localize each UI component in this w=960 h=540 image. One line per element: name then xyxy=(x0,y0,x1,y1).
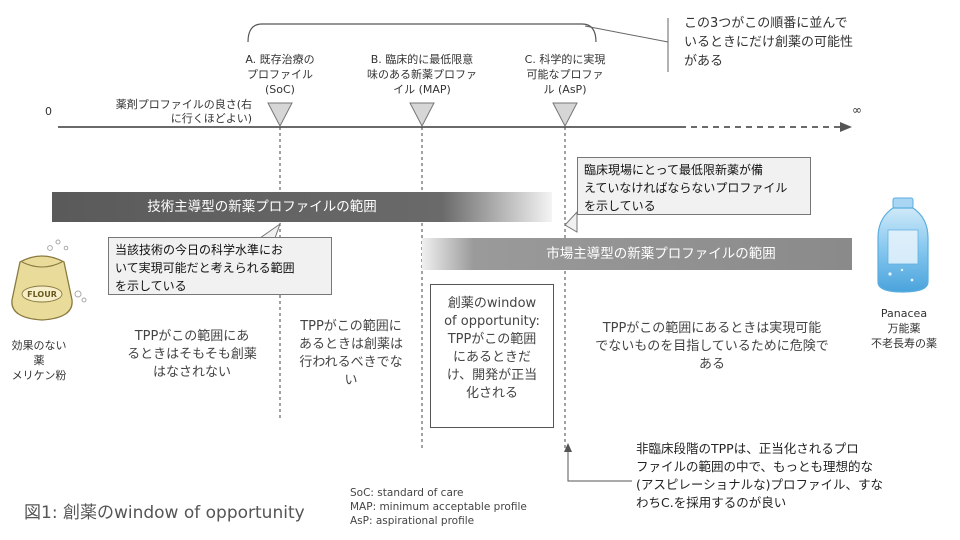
preclinical-note: 非臨床段階のTPPは、正当化されるプロ ファイルの範囲の中で、もっとも理想的な … xyxy=(636,441,884,510)
panacea-bottle-icon xyxy=(877,197,929,293)
clinical-callout-tail xyxy=(564,210,578,233)
axis-arrowhead xyxy=(840,122,852,132)
asp-connector xyxy=(567,451,632,482)
axis-label: 薬剤プロファイルの良さ(右 に行くほどよい) xyxy=(115,98,252,125)
figure-caption: 図1: 創薬のwindow of opportunity xyxy=(24,503,305,523)
brace-note: この3つがこの順番に並んで いるときにだけ創薬の可能性 がある xyxy=(684,16,854,69)
marker-triangle-asp xyxy=(552,102,578,128)
abbreviation-legend: SoC: standard of care MAP: minimum accep… xyxy=(350,486,527,528)
marker-label-asp: C. 科学的に実現 可能なプロファ ル (AsP) xyxy=(524,53,606,96)
technical-callout-tail xyxy=(258,222,281,239)
axis-infinity-label: ∞ xyxy=(852,103,862,117)
flour-label: 効果のない 薬 メリケン粉 xyxy=(11,339,67,382)
marker-label-soc: A. 既存治療の プロファイル (SoC) xyxy=(245,53,315,96)
legend-soc: SoC: standard of care xyxy=(350,487,464,499)
brace-connector xyxy=(584,25,669,43)
marker-label-map: B. 臨床的に最低限意 味のある新薬プロファ イル (MAP) xyxy=(367,53,477,96)
region-beyond-asp: TPPがこの範囲にあるときは実現可能 でないものを目指しているために危険で ある xyxy=(595,321,829,372)
legend-map: MAP: minimum acceptable profile xyxy=(350,501,527,513)
flour-bag-icon: FLOUR xyxy=(11,239,87,321)
tech-bar-shape xyxy=(52,192,552,222)
marker-triangle-map xyxy=(409,102,435,128)
tech-bar-label: 技術主導型の新薬プロファイルの範囲 xyxy=(147,199,377,215)
marker-triangle-soc xyxy=(267,102,293,128)
market-bar-label: 市場主導型の新薬プロファイルの範囲 xyxy=(546,246,776,262)
clinical-callout: 臨床現場にとって最低限新薬が備 えていなければならないプロファイル を示している xyxy=(577,157,811,215)
region-below-soc: TPPがこの範囲にあ るときはそもそも創薬 はなされない xyxy=(127,329,257,380)
flour-bag-text: FLOUR xyxy=(27,290,57,299)
market-bar-shape xyxy=(422,238,852,270)
technical-callout: 当該技術の今日の科学水準にお いて実現可能だと考えられる範囲 を示している xyxy=(108,237,332,295)
legend-asp: AsP: aspirational profile xyxy=(350,515,475,527)
panacea-label: Panacea 万能薬 不老長寿の薬 xyxy=(871,307,937,350)
window-of-opportunity-box: 創薬のwindow of opportunity: TPPがこの範囲 にあるとき… xyxy=(430,284,554,428)
region-soc-to-map: TPPがこの範囲に あるときは創薬は 行われるべきでな い xyxy=(298,319,403,388)
axis-zero-label: 0 xyxy=(45,105,52,118)
top-brace xyxy=(247,23,597,43)
